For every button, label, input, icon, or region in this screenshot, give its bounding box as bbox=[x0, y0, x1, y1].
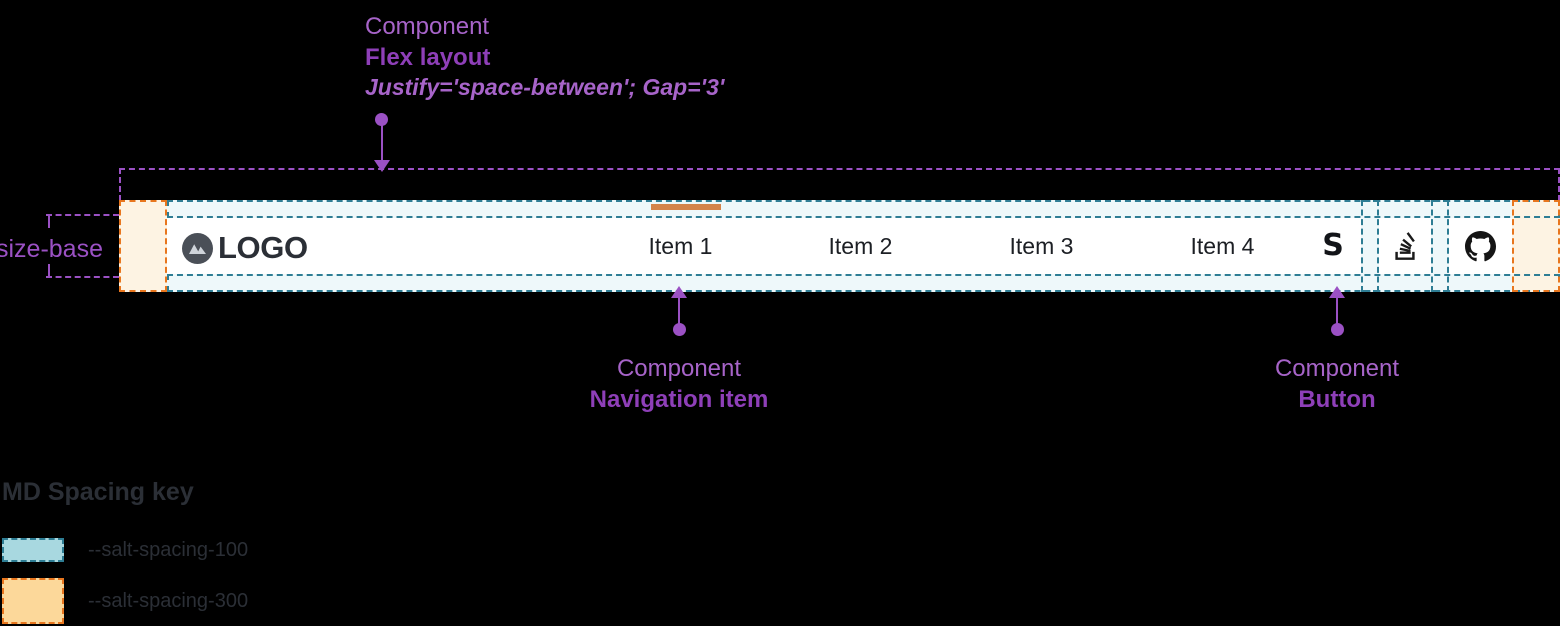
legend-swatch-spacing-300 bbox=[2, 578, 64, 624]
logo-text: LOGO bbox=[218, 230, 308, 265]
salt-s-button[interactable]: S bbox=[1305, 218, 1361, 274]
nav-item-1[interactable]: Item 1 bbox=[643, 204, 721, 274]
nav-item-active-indicator bbox=[651, 204, 721, 210]
spacing-100-gap-2 bbox=[1431, 200, 1449, 292]
legend-label-spacing-300: --salt-spacing-300 bbox=[88, 589, 249, 612]
nav-item-label: Item 4 bbox=[1190, 232, 1255, 259]
annotation-dot-button bbox=[1331, 323, 1344, 336]
spacing-300-left bbox=[119, 200, 167, 292]
annotation-name: Navigation item bbox=[589, 385, 769, 413]
size-base-dim-bottom bbox=[46, 276, 119, 278]
logo[interactable]: LOGO bbox=[182, 230, 308, 266]
annotation-navigation-item: Component Navigation item bbox=[479, 354, 879, 415]
stack-overflow-button[interactable] bbox=[1379, 218, 1431, 274]
flex-container-outline bbox=[119, 168, 1560, 201]
legend-row-spacing-100: --salt-spacing-100 bbox=[2, 538, 248, 562]
spacing-100-top-band bbox=[167, 200, 1560, 218]
legend-swatch-spacing-100 bbox=[2, 538, 64, 562]
annotation-props: Justify='space-between'; Gap='3' bbox=[365, 74, 725, 101]
navbar: LOGO Item 1 Item 2 Item 3 Item 4 S bbox=[119, 200, 1560, 292]
github-icon bbox=[1465, 230, 1496, 262]
annotation-line-navitem bbox=[678, 298, 680, 326]
nav-item-3[interactable]: Item 3 bbox=[1004, 218, 1079, 274]
spacing-300-right bbox=[1512, 200, 1560, 292]
annotation-dot-navitem bbox=[673, 323, 686, 336]
legend-row-spacing-300: --salt-spacing-300 bbox=[2, 578, 248, 624]
size-base-label: size-base bbox=[0, 235, 103, 263]
annotation-arrow-navitem bbox=[671, 286, 687, 298]
annotation-arrow-button bbox=[1329, 286, 1345, 298]
spacing-100-bottom-band bbox=[167, 274, 1560, 292]
annotation-name: Button bbox=[1298, 385, 1376, 413]
dash-right-300 bbox=[1512, 200, 1560, 292]
stack-overflow-icon bbox=[1392, 231, 1418, 261]
size-base-cap-top bbox=[48, 214, 50, 228]
size-base-cap-bottom bbox=[48, 264, 50, 277]
nav-item-label: Item 2 bbox=[828, 232, 893, 259]
dash-gap-2 bbox=[1431, 200, 1449, 292]
dash-left-300 bbox=[119, 200, 167, 292]
spacing-100-gap-1 bbox=[1361, 200, 1379, 292]
annotation-line-flex bbox=[381, 120, 383, 168]
nav-item-4[interactable]: Item 4 bbox=[1185, 218, 1260, 274]
nav-item-2[interactable]: Item 2 bbox=[823, 218, 898, 274]
nav-item-label: Item 3 bbox=[1009, 232, 1074, 259]
salt-s-icon: S bbox=[1322, 228, 1344, 263]
dash-top-band bbox=[167, 200, 1560, 218]
annotation-name: Flex layout bbox=[365, 43, 491, 71]
annotation-dot-flex bbox=[375, 113, 388, 126]
nav-item-label: Item 1 bbox=[648, 232, 713, 259]
size-base-dim-top bbox=[46, 214, 119, 216]
annotation-kind: Component bbox=[365, 13, 490, 40]
github-button[interactable] bbox=[1449, 218, 1512, 274]
dash-bottom-band bbox=[167, 274, 1560, 292]
dash-gap-1 bbox=[1361, 200, 1379, 292]
annotation-kind: Component bbox=[1274, 355, 1400, 382]
legend-title: MD Spacing key bbox=[2, 478, 194, 506]
annotation-line-button bbox=[1336, 298, 1338, 326]
mountain-logo-icon bbox=[182, 232, 213, 264]
annotation-kind: Component bbox=[616, 355, 742, 382]
annotation-flex-layout: Component Flex layout Justify='space-bet… bbox=[365, 12, 724, 103]
legend-label-spacing-100: --salt-spacing-100 bbox=[88, 538, 249, 561]
annotation-button: Component Button bbox=[1137, 354, 1537, 415]
